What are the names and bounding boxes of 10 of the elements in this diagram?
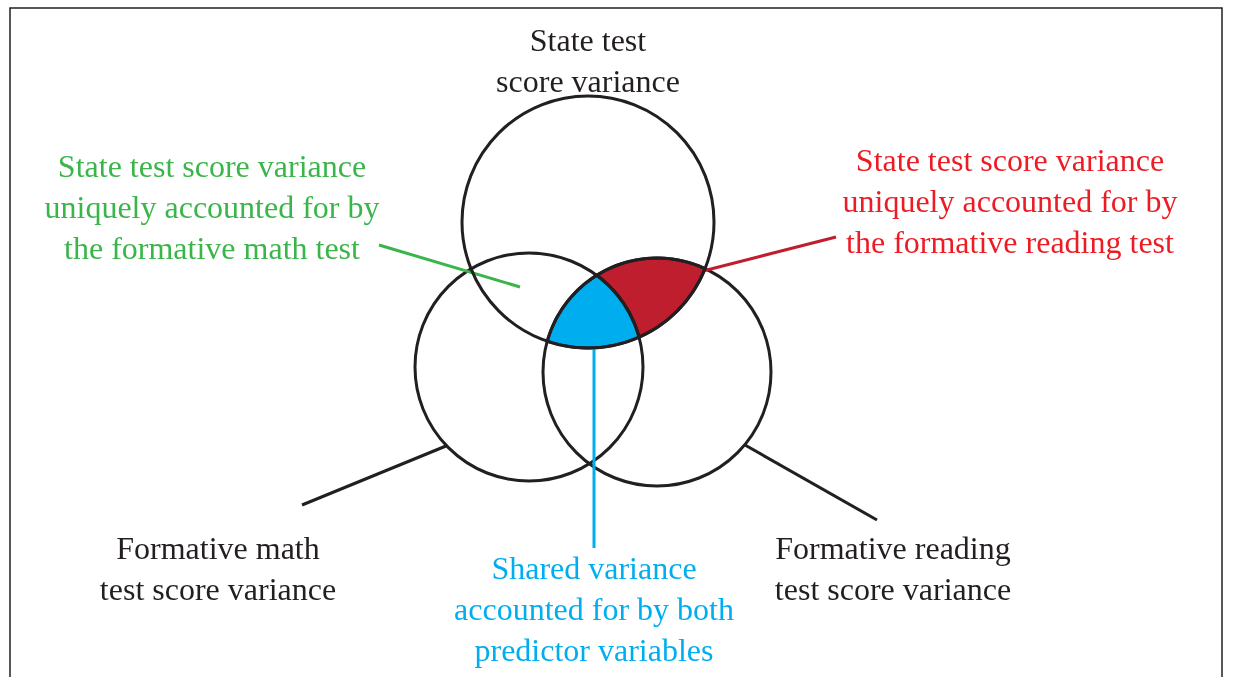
circle-label: Formative math test score variance — [70, 528, 366, 610]
leader-line — [744, 443, 878, 522]
venn-circle — [541, 256, 773, 488]
callout-label: State test score variance uniquely accounted for by the formative reading test — [800, 140, 1220, 263]
venn-circle — [413, 251, 645, 483]
circle-heading: State test score variance — [495, 21, 681, 101]
callout-label: State test score variance uniquely accounted for by the formative math test — [12, 146, 412, 269]
callout-label: Shared variance accounted for by both predictor variables — [424, 548, 764, 671]
leader-line — [301, 444, 447, 507]
leader-line — [592, 347, 596, 548]
